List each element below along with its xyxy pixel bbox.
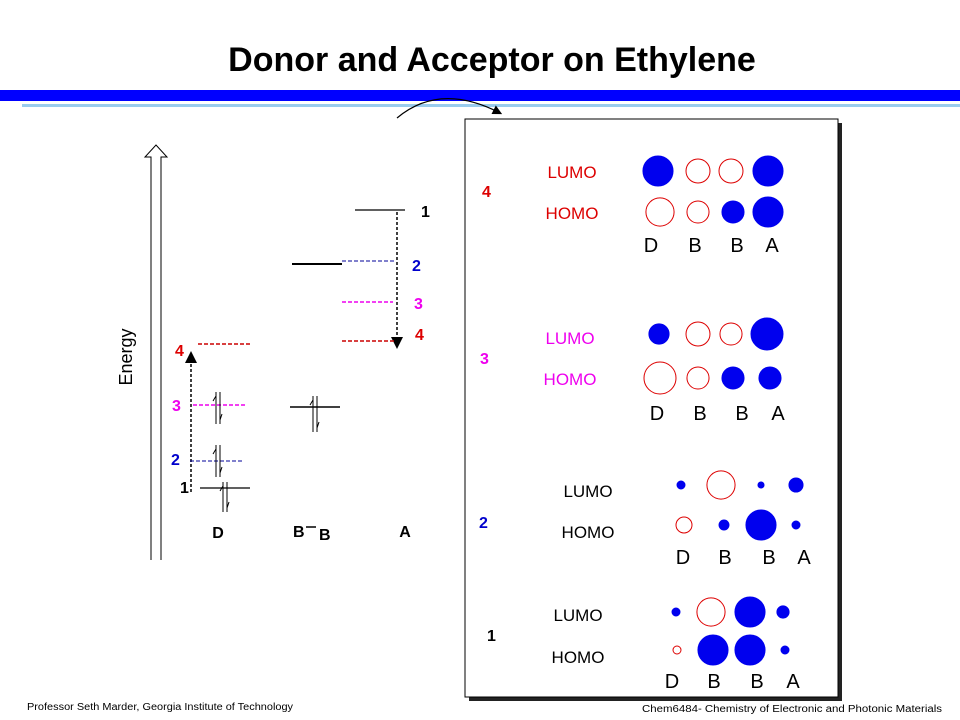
homo-orbital-lobe-negative — [672, 645, 682, 655]
homo-orbital-lobe-positive — [791, 520, 801, 530]
curved-arrow-icon — [396, 98, 503, 119]
lumo-orbital-lobe-positive — [750, 317, 784, 351]
lumo-orbital-lobe-positive — [752, 155, 784, 187]
lumo-label: LUMO — [545, 329, 594, 348]
lumo-orbital-lobe-negative — [685, 158, 711, 184]
lumo-orbital-lobe-negative — [706, 470, 736, 500]
lumo-orbital-lobe-negative — [719, 322, 743, 346]
orbital-group-1: 1 LUMO HOMO D B B A — [487, 596, 800, 693]
energy-label: Energy — [116, 328, 136, 385]
homo-orbital-lobe-negative — [686, 200, 710, 224]
atom-label: D — [676, 547, 690, 569]
group-number: 4 — [482, 184, 491, 201]
lumo-orbital-lobe-positive — [671, 607, 681, 617]
fragment-acceptor-label: A — [399, 524, 411, 541]
homo-orbital-lobe-positive — [718, 519, 730, 531]
energy-axis: Energy — [116, 144, 169, 560]
lumo-orbital-lobe-positive — [776, 605, 790, 619]
energy-arrow-icon — [143, 144, 169, 560]
homo-label: HOMO — [546, 204, 599, 223]
atom-label: B — [735, 403, 748, 425]
fragment-bridge-left-label: B — [293, 524, 305, 541]
lumo-orbital-lobe-positive — [642, 155, 674, 187]
homo-orbital-lobe-positive — [780, 645, 790, 655]
fragment-donor-label: D — [212, 525, 224, 542]
lumo-label: LUMO — [553, 606, 602, 625]
level-4-label: 4 — [415, 327, 424, 344]
footer-right: Chem6484- Chemistry of Electronic and Ph… — [642, 704, 942, 715]
level-2-label: 2 — [412, 258, 421, 275]
donor-level-2-label: 2 — [171, 452, 180, 469]
homo-label: HOMO — [562, 523, 615, 542]
homo-orbital-lobe-negative — [675, 516, 693, 534]
lumo-orbital-lobe-positive — [648, 323, 670, 345]
homo-orbital-lobe-positive — [758, 366, 782, 390]
homo-orbital-lobe-negative — [645, 197, 675, 227]
title-bar — [0, 90, 960, 101]
slide-title: Donor and Acceptor on Ethylene — [228, 41, 756, 79]
homo-label: HOMO — [552, 648, 605, 667]
homo-orbital-lobe-positive — [745, 509, 777, 541]
homo-orbital-lobe-positive — [734, 634, 766, 666]
atom-label: B — [688, 235, 701, 257]
atom-label: B — [730, 235, 743, 257]
donor-level-3-label: 3 — [172, 398, 181, 415]
atom-label: B — [707, 671, 720, 693]
lumo-orbital-lobe-positive — [734, 596, 766, 628]
homo-orbital-lobe-positive — [721, 366, 745, 390]
lumo-orbital-lobe-negative — [685, 321, 711, 347]
donor-level-4-label: 4 — [175, 343, 184, 360]
lumo-orbital-lobe-positive — [757, 481, 765, 489]
atom-label: D — [650, 403, 664, 425]
lumo-orbital-lobe-positive — [788, 477, 804, 493]
lumo-orbital-lobe-positive — [676, 480, 686, 490]
group-number: 2 — [479, 515, 488, 532]
lumo-orbital-lobe-negative — [718, 158, 744, 184]
donor-level-1-label: 1 — [180, 480, 189, 497]
atom-label: A — [786, 671, 800, 693]
atom-label: D — [644, 235, 658, 257]
group-number: 1 — [487, 628, 496, 645]
homo-orbital-lobe-positive — [721, 200, 745, 224]
lumo-orbital-lobe-negative — [696, 597, 726, 627]
level-3-label: 3 — [414, 296, 423, 313]
fragment-bridge-right-label: B — [319, 527, 331, 544]
footer-left: Professor Seth Marder, Georgia Institute… — [27, 702, 293, 713]
orbital-group-3: 3 LUMO HOMO D B B A — [480, 317, 785, 425]
atom-label: B — [718, 547, 731, 569]
homo-orbital-lobe-negative — [686, 366, 710, 390]
lumo-label: LUMO — [563, 482, 612, 501]
homo-orbital-lobe-positive — [752, 196, 784, 228]
title-underline — [22, 104, 960, 107]
lumo-label: LUMO — [547, 163, 596, 182]
atom-label: D — [665, 671, 679, 693]
group-number: 3 — [480, 351, 489, 368]
acceptor-level-label: 1 — [421, 204, 430, 221]
homo-label: HOMO — [544, 370, 597, 389]
energy-level-diagram: 1 2 3 4 4 3 2 1 D B B A — [171, 204, 430, 544]
atom-label: B — [693, 403, 706, 425]
homo-orbital-lobe-negative — [643, 361, 677, 395]
atom-label: A — [797, 547, 811, 569]
atom-label: B — [762, 547, 775, 569]
homo-orbital-lobe-positive — [697, 634, 729, 666]
atom-label: B — [750, 671, 763, 693]
atom-label: A — [771, 403, 785, 425]
electron-pair-icon — [212, 392, 320, 512]
atom-label: A — [765, 235, 779, 257]
